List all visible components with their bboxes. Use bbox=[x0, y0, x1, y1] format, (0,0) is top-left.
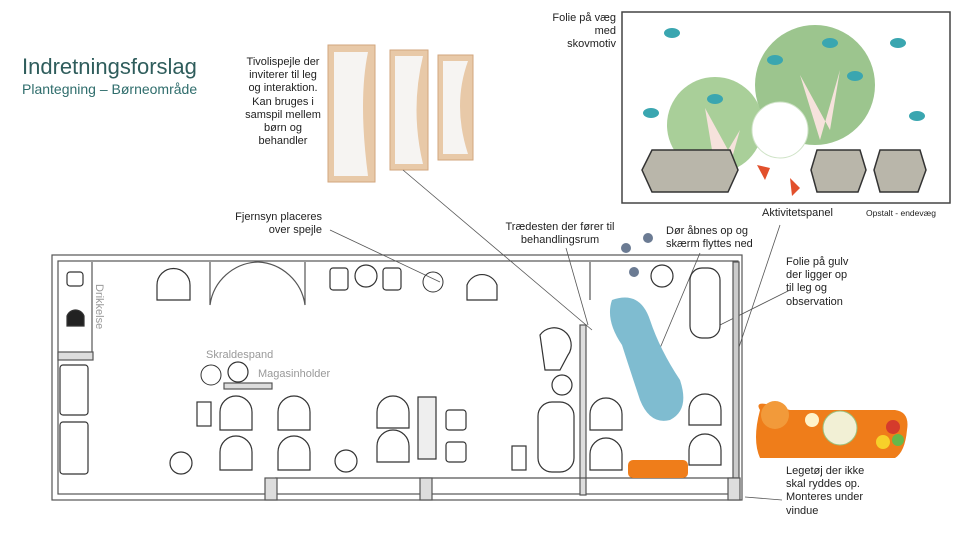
elevation-label: Opstalt - endevæg bbox=[866, 208, 936, 218]
bird-icons bbox=[643, 28, 925, 121]
toy-note: Legetøj der ikke skal ryddes op. Montere… bbox=[786, 465, 865, 517]
magazine-holder-label: Magasinholder bbox=[258, 368, 330, 380]
bear-activity-panel bbox=[756, 401, 908, 458]
wall-elevation bbox=[621, 11, 951, 204]
plan-activity-panel bbox=[628, 460, 688, 478]
activity-panel-label: Aktivitetspanel bbox=[762, 207, 833, 219]
armchairs bbox=[219, 393, 722, 471]
page-title: Indretningsforslag bbox=[22, 54, 197, 79]
wall-foil-note: Folie på væg med skovmotiv bbox=[552, 12, 616, 51]
page-subtitle: Plantegning – Børneområde bbox=[22, 81, 198, 97]
mirror-images bbox=[327, 44, 474, 183]
floor-foil-note: Folie på gulv der ligger op til leg og o… bbox=[786, 256, 849, 308]
furniture bbox=[59, 264, 722, 475]
drinks-label: Drikkelse bbox=[93, 284, 105, 329]
chair-icons bbox=[641, 149, 927, 193]
door-note: Dør åbnes op og skærm flyttes ned bbox=[666, 225, 753, 251]
floor-foil bbox=[609, 297, 684, 421]
mirrors-note: Tivolispejle der inviterer til leg og in… bbox=[245, 56, 321, 148]
stepping-stones bbox=[621, 233, 653, 277]
stepping-stones-note: Trædesten der fører til behandlingsrum bbox=[505, 221, 615, 247]
plant-icons bbox=[200, 271, 444, 386]
trash-label: Skraldespand bbox=[206, 349, 273, 361]
tv-note: Fjernsyn placeres over spejle bbox=[235, 211, 322, 237]
